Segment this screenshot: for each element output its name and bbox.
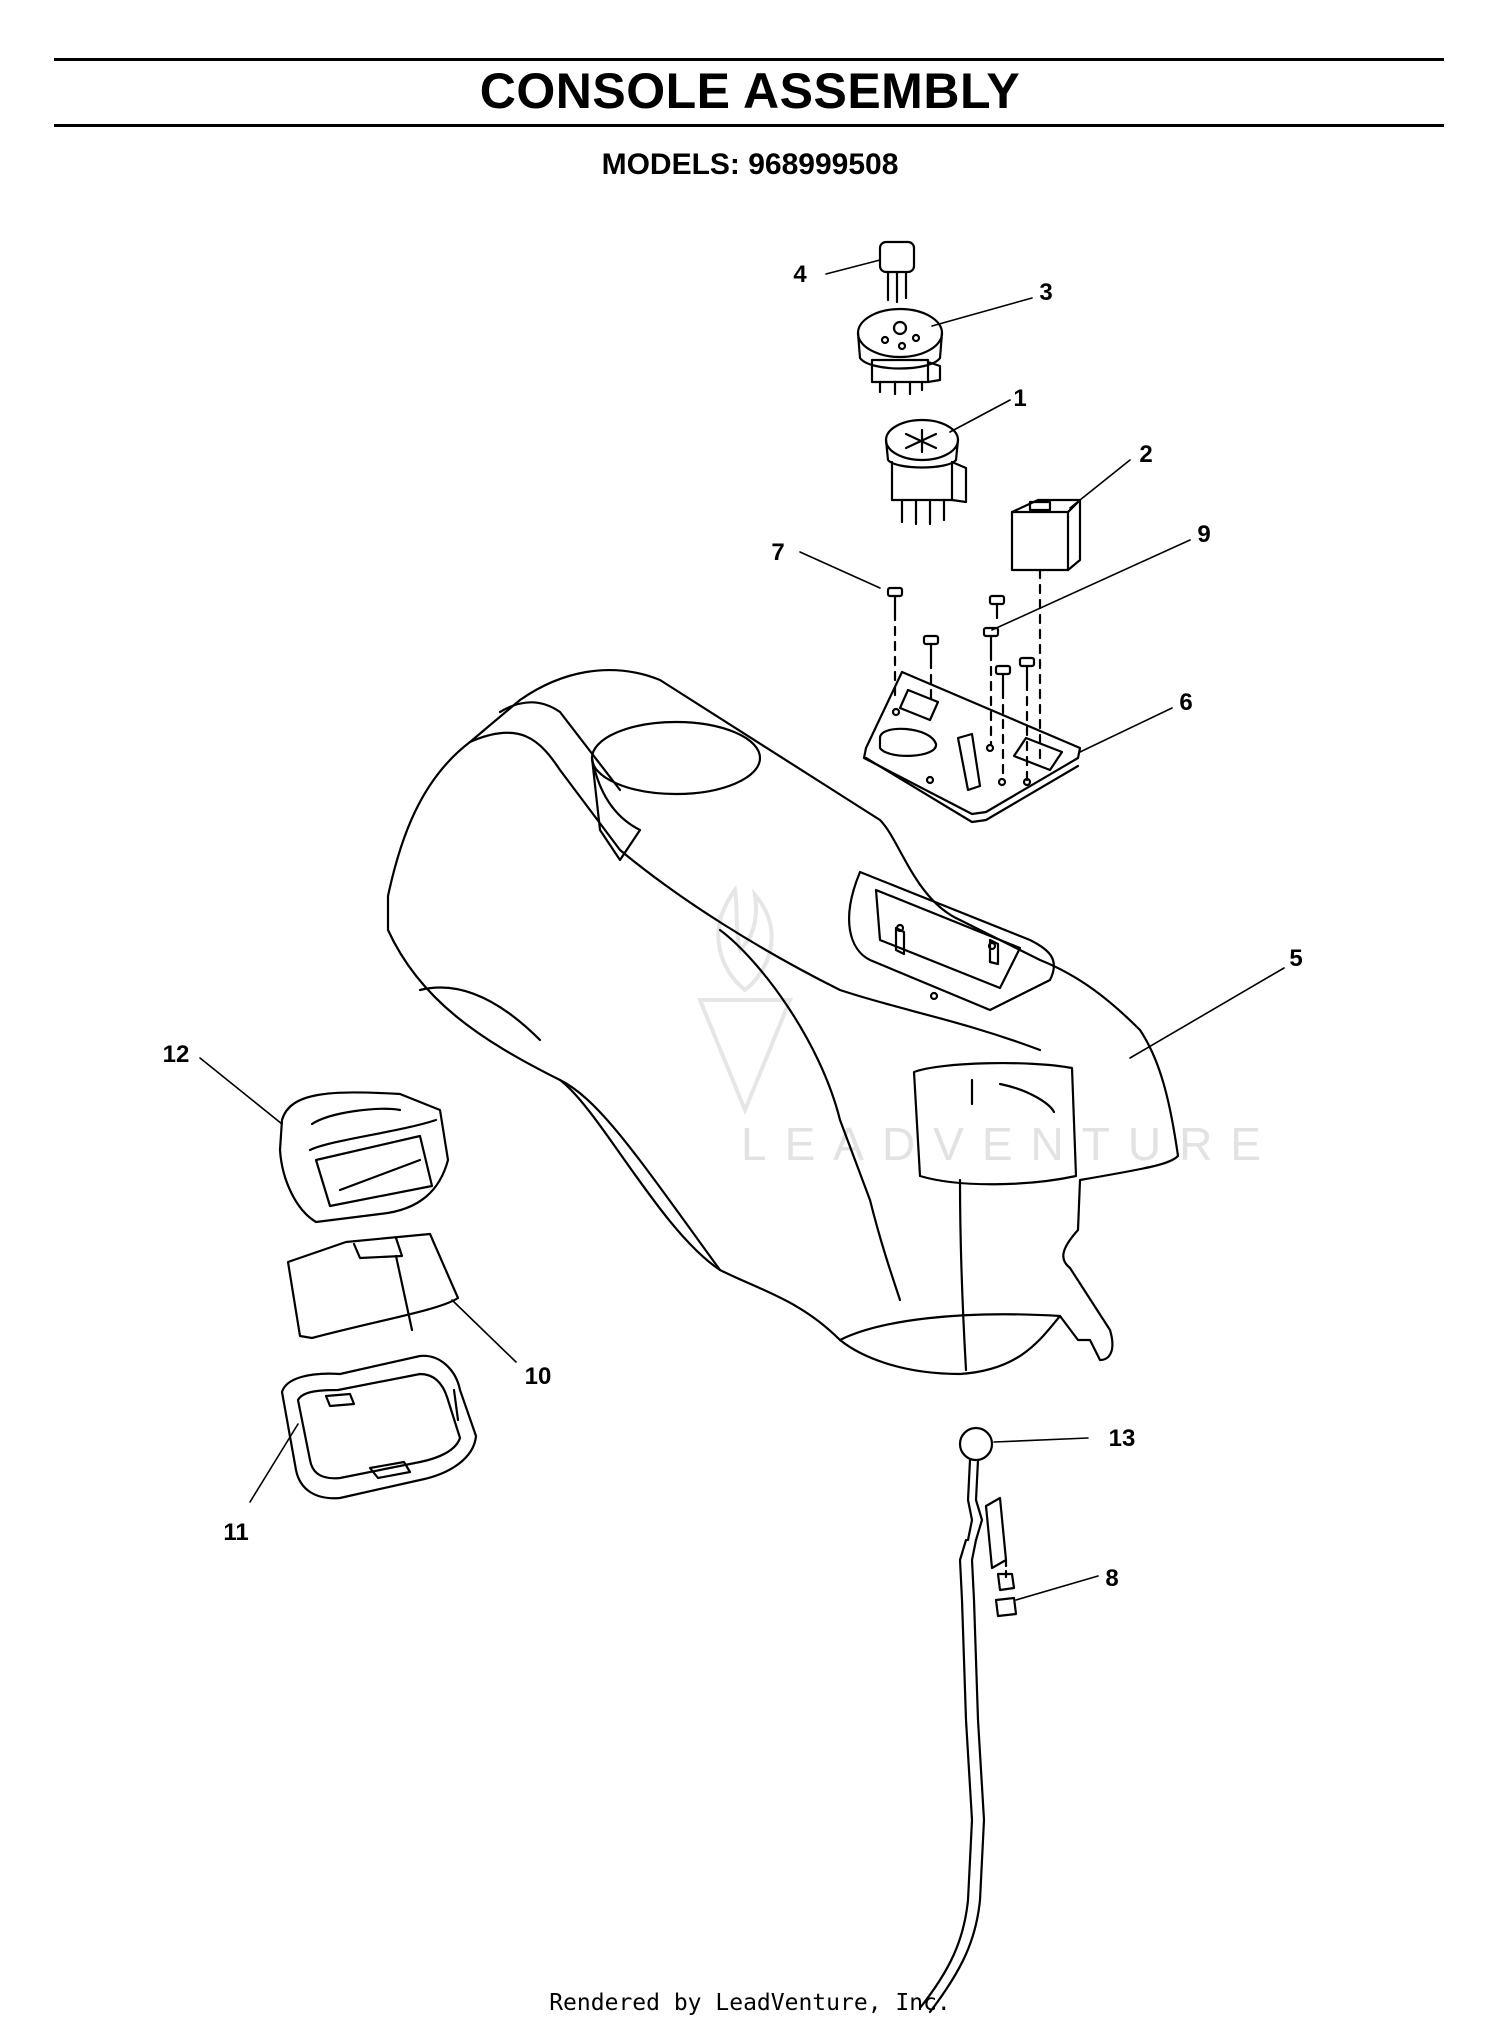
callout-8: 8 [1105, 1565, 1118, 1592]
leader-lines [199, 259, 1285, 1601]
watermark-logo [697, 884, 793, 1116]
callout-9: 9 [1197, 521, 1210, 548]
console-body-drawing [386, 669, 1180, 1376]
callout-6: 6 [1179, 689, 1192, 716]
lift-lever-drawing [918, 1426, 1018, 2014]
models-label: MODELS: 968999508 [601, 148, 899, 181]
callout-11: 11 [223, 1519, 248, 1546]
hour-meter-drawing [1010, 498, 1082, 762]
callout-labels: 4 3 1 2 7 9 6 5 12 10 11 13 8 [163, 261, 1303, 1592]
callout-12: 12 [163, 1041, 190, 1068]
callout-4: 4 [793, 261, 807, 288]
ignition-switch-drawing [856, 307, 944, 396]
callout-13: 13 [1109, 1425, 1136, 1452]
callout-2: 2 [1139, 441, 1152, 468]
page-title: CONSOLE ASSEMBLY [479, 63, 1021, 119]
callout-3: 3 [1039, 279, 1052, 306]
callout-10: 10 [525, 1363, 552, 1390]
callout-5: 5 [1289, 945, 1302, 972]
top-rule [54, 58, 1444, 61]
footer-credit: Rendered by LeadVenture, Inc. [549, 1990, 951, 2016]
screws-drawing [886, 586, 1036, 782]
key-drawing [878, 240, 916, 304]
callout-7: 7 [771, 539, 784, 566]
vent-frame-drawing [280, 1354, 478, 1500]
vent-bezel-drawing [278, 1091, 450, 1224]
callout-1: 1 [1013, 385, 1026, 412]
bottom-rule [54, 124, 1444, 127]
watermark-text: LEADVENTURE [741, 1118, 1279, 1170]
mounting-plate-drawing [862, 670, 1082, 824]
louver-drawing [286, 1232, 460, 1340]
pto-switch-drawing [884, 418, 968, 526]
